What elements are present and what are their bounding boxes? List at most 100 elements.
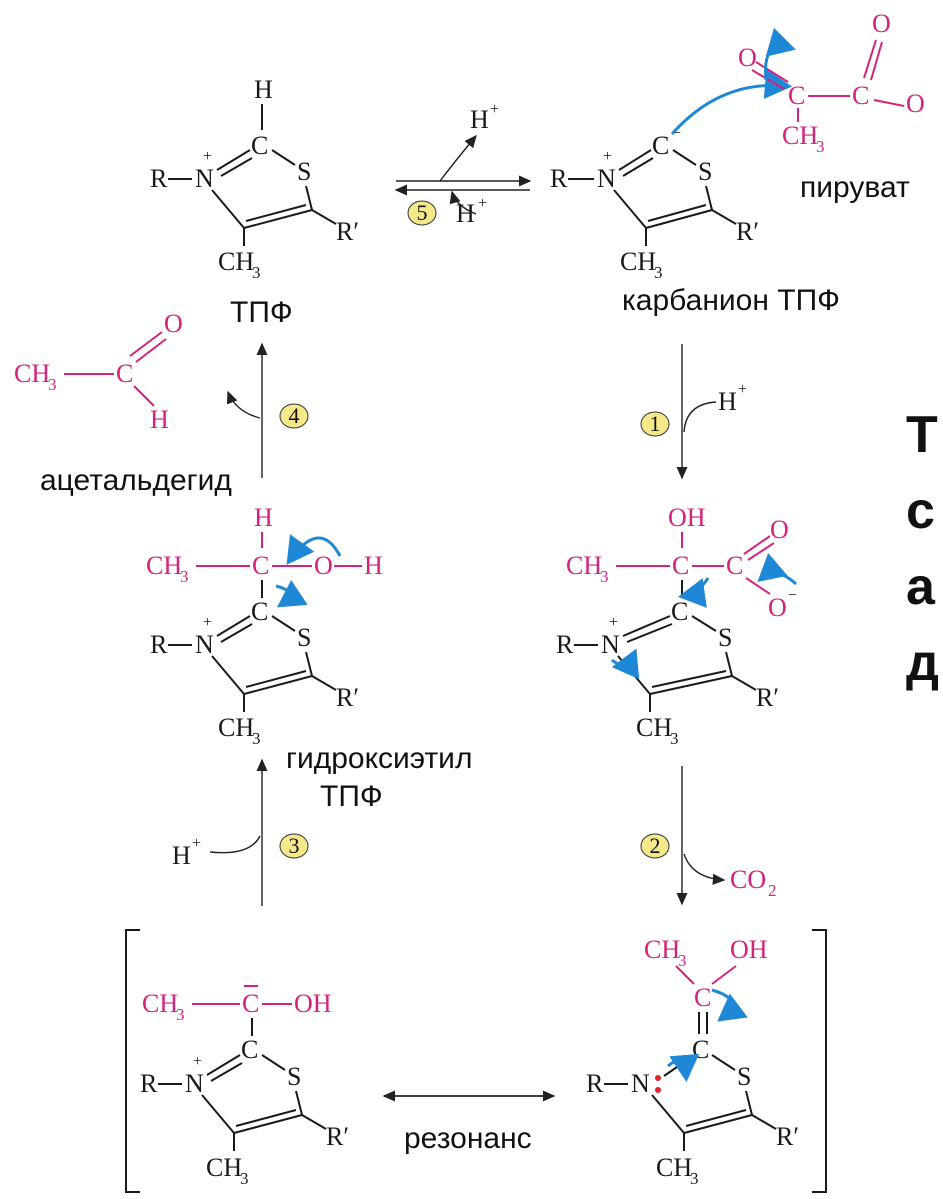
step-5-number: 5 — [417, 200, 428, 225]
group-ch3: CH — [14, 359, 50, 388]
atom-c2: C — [652, 131, 669, 160]
atom-c-carboxyl: C — [852, 81, 869, 110]
group-ch3: CH — [146, 551, 182, 580]
atom-s: S — [737, 1062, 751, 1091]
co2-sub: 2 — [768, 881, 777, 900]
group-ch3: CH — [636, 713, 672, 742]
label-tpp: ТПФ — [230, 296, 293, 329]
bracket-right — [812, 929, 827, 1193]
step-1-arrow: H + 1 — [640, 344, 747, 480]
co2: CO — [730, 865, 766, 894]
charge: + — [738, 381, 747, 398]
atom-s: S — [718, 623, 732, 652]
atom-o: O — [770, 515, 789, 544]
atom-r: R — [150, 164, 168, 193]
group-ch3: CH — [142, 989, 178, 1018]
charge-plus: + — [203, 148, 212, 165]
atom-o: O — [164, 309, 183, 338]
group-ch3: CH — [656, 1153, 692, 1182]
group-oh: OH — [294, 989, 332, 1018]
atom-r: R — [556, 630, 574, 659]
atom-o: O — [314, 551, 333, 580]
pyruvate-molecule: O C C O O CH 3 — [738, 9, 925, 156]
charge-plus: + — [603, 148, 612, 165]
enamine-form: CH 3 OH C C R N S R′ CH 3 — [586, 935, 799, 1188]
label-carbanion-tpp: карбанион ТПФ — [622, 284, 840, 317]
atom-o: O — [738, 43, 757, 72]
h-plus-out: H — [470, 105, 489, 134]
sub-3: 3 — [678, 951, 687, 970]
sub-3: 3 — [690, 1169, 699, 1188]
group-ch3: CH — [782, 121, 818, 150]
atom-r-prime: R′ — [336, 217, 359, 246]
sub-3: 3 — [252, 263, 261, 282]
atom-c: C — [242, 989, 259, 1018]
bracket-left — [125, 929, 140, 1193]
truncated-letter-1: Т — [906, 406, 938, 464]
atom-r-prime: R′ — [326, 1122, 349, 1151]
step-5-equilibrium: H + H + 5 — [394, 101, 532, 228]
atom-c2: C — [251, 131, 268, 160]
lactyl-tpp-molecule: OH CH 3 C C O O − C R N + S R′ CH 3 — [556, 503, 797, 748]
atom-r-prime: R′ — [336, 683, 359, 712]
label-acetaldehyde: ацетальдегид — [40, 464, 232, 497]
sub-3: 3 — [176, 1005, 185, 1024]
atom-c2: C — [671, 597, 688, 626]
atom-o-minus: O — [906, 89, 925, 118]
atom-c: C — [694, 983, 711, 1012]
charge-plus: + — [193, 1053, 202, 1070]
charge: + — [478, 195, 487, 212]
atom-o: O — [872, 9, 891, 38]
atom-r: R — [550, 164, 568, 193]
atom-s: S — [297, 623, 311, 652]
group-ch3: CH — [218, 247, 254, 276]
atom-c2: C — [241, 1035, 258, 1064]
group-ch3: CH — [644, 935, 680, 964]
atom-c-carboxyl: C — [726, 551, 743, 580]
group-ch3: CH — [620, 247, 656, 276]
truncated-letter-2: с — [906, 482, 935, 540]
enamine-carbanion-form: CH 3 C OH C R N + S R′ CH 3 — [140, 985, 349, 1188]
label-hydroxyethyl-tpp: ТПФ — [320, 780, 383, 813]
h-plus-in: H — [718, 387, 737, 416]
charge: + — [192, 835, 201, 852]
step-3-number: 3 — [289, 833, 300, 858]
step-4-arrow: 4 — [226, 342, 309, 478]
sub-3: 3 — [816, 137, 825, 156]
label-pyruvate: пируват — [800, 171, 910, 204]
h-plus-in: H — [172, 841, 191, 870]
charge-plus: + — [203, 614, 212, 631]
sub-3: 3 — [252, 729, 261, 748]
atom-r: R — [140, 1069, 158, 1098]
sub-3: 3 — [600, 567, 609, 586]
charge-minus: − — [788, 587, 797, 604]
hydroxyethyl-tpp-molecule: H CH 3 C O H C R N + S R′ CH 3 — [146, 503, 383, 748]
atom-c: C — [672, 551, 689, 580]
truncated-title: Т с а д — [906, 406, 939, 692]
atom-h: H — [364, 551, 383, 580]
charge-plus: + — [609, 614, 618, 631]
carbanion-tpp-molecule: C − R N + S R′ CH 3 — [550, 69, 792, 282]
sub-3: 3 — [180, 567, 189, 586]
truncated-letter-3: а — [906, 558, 936, 616]
atom-h: H — [150, 405, 169, 434]
step-3-arrow: H + 3 — [172, 758, 309, 906]
atom-s: S — [698, 157, 712, 186]
atom-n: N — [631, 1069, 650, 1098]
atom-c2: C — [251, 597, 268, 626]
group-ch3: CH — [218, 713, 254, 742]
charge-minus: − — [672, 125, 681, 142]
group-oh: OH — [668, 503, 706, 532]
sub-3: 3 — [670, 729, 679, 748]
atom-c: C — [116, 359, 133, 388]
atom-n: N — [185, 1069, 204, 1098]
atom-c: C — [252, 551, 269, 580]
group-ch3: CH — [566, 551, 602, 580]
step-2-number: 2 — [650, 833, 661, 858]
atom-n: N — [195, 630, 214, 659]
label-hydroxyethyl: гидроксиэтил — [286, 742, 472, 775]
atom-s: S — [287, 1062, 301, 1091]
group-oh: OH — [730, 935, 768, 964]
